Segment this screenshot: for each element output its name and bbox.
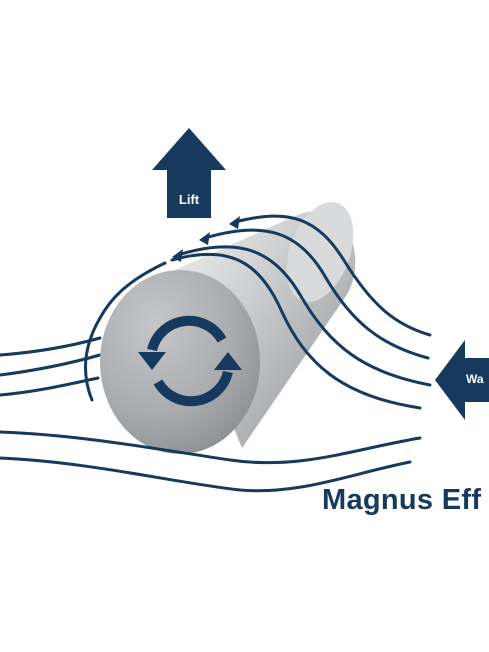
cylinder-face	[100, 270, 260, 454]
back-streamlines	[0, 336, 102, 397]
streamline	[176, 245, 432, 387]
streamline	[0, 336, 102, 357]
arrowhead-icon	[199, 232, 210, 245]
streamline	[84, 261, 167, 402]
streamline	[0, 456, 412, 493]
arrowhead-icon	[172, 249, 183, 262]
cylinder	[100, 202, 356, 454]
diagram-title: Magnus Eff	[322, 484, 482, 516]
rotation-arrowheads	[138, 352, 242, 370]
streamline	[203, 228, 430, 360]
lift-label: Lift	[178, 192, 200, 207]
circular-arrows-icon	[147, 315, 233, 407]
left-arrow-icon	[435, 340, 489, 420]
bottom-streamlines	[0, 430, 422, 493]
streamline-arrowheads	[172, 216, 240, 262]
up-arrow-icon	[152, 128, 226, 218]
streamline	[0, 353, 102, 377]
wind-label: Wa	[466, 372, 484, 386]
cylinder-back-cap	[286, 202, 354, 302]
arrowhead-icon	[229, 216, 240, 229]
streamline	[170, 252, 422, 410]
top-streamlines	[84, 214, 432, 410]
streamline	[233, 214, 432, 337]
streamline	[0, 376, 100, 397]
streamline	[0, 430, 422, 465]
